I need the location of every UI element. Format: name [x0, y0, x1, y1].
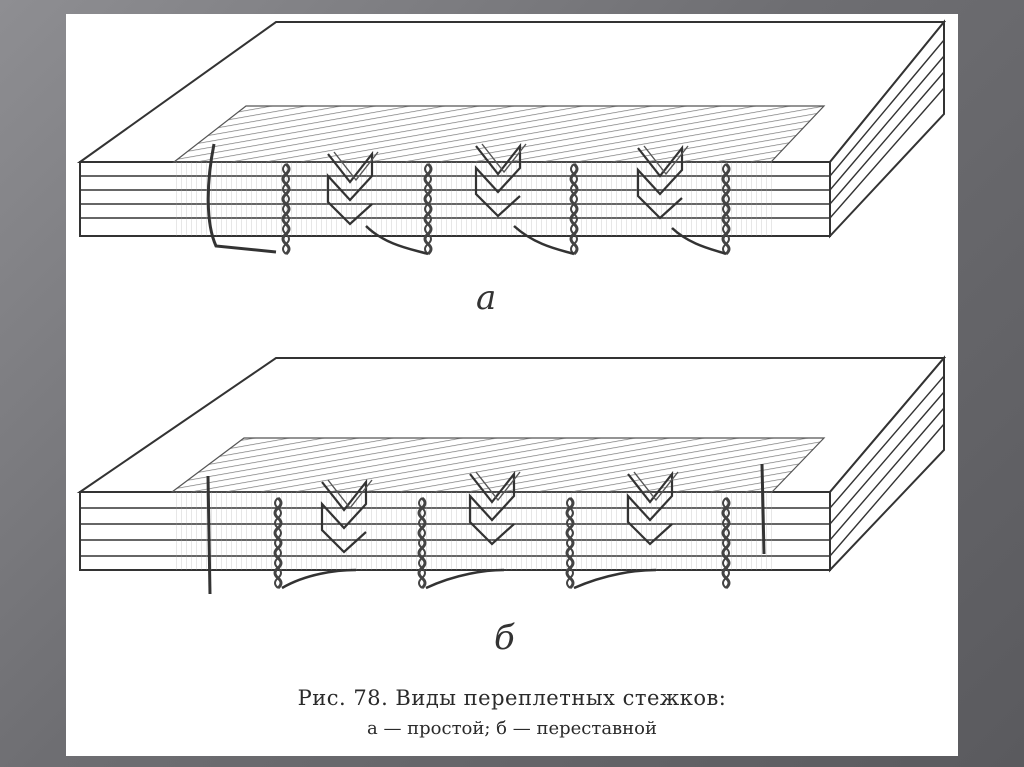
- book-diagram-b: [76, 355, 947, 595]
- figure-caption-title: Рис. 78. Виды переплетных стежков:: [297, 686, 727, 710]
- slide-page: а б Рис. 78. Виды переплетных стежков: а…: [66, 14, 958, 756]
- label-b: б: [494, 618, 515, 658]
- sewing-diagram: [76, 19, 947, 595]
- label-a: а: [476, 278, 497, 318]
- book-diagram-a: [76, 19, 947, 256]
- figure-caption-legend: а — простой; б — переставной: [366, 718, 658, 739]
